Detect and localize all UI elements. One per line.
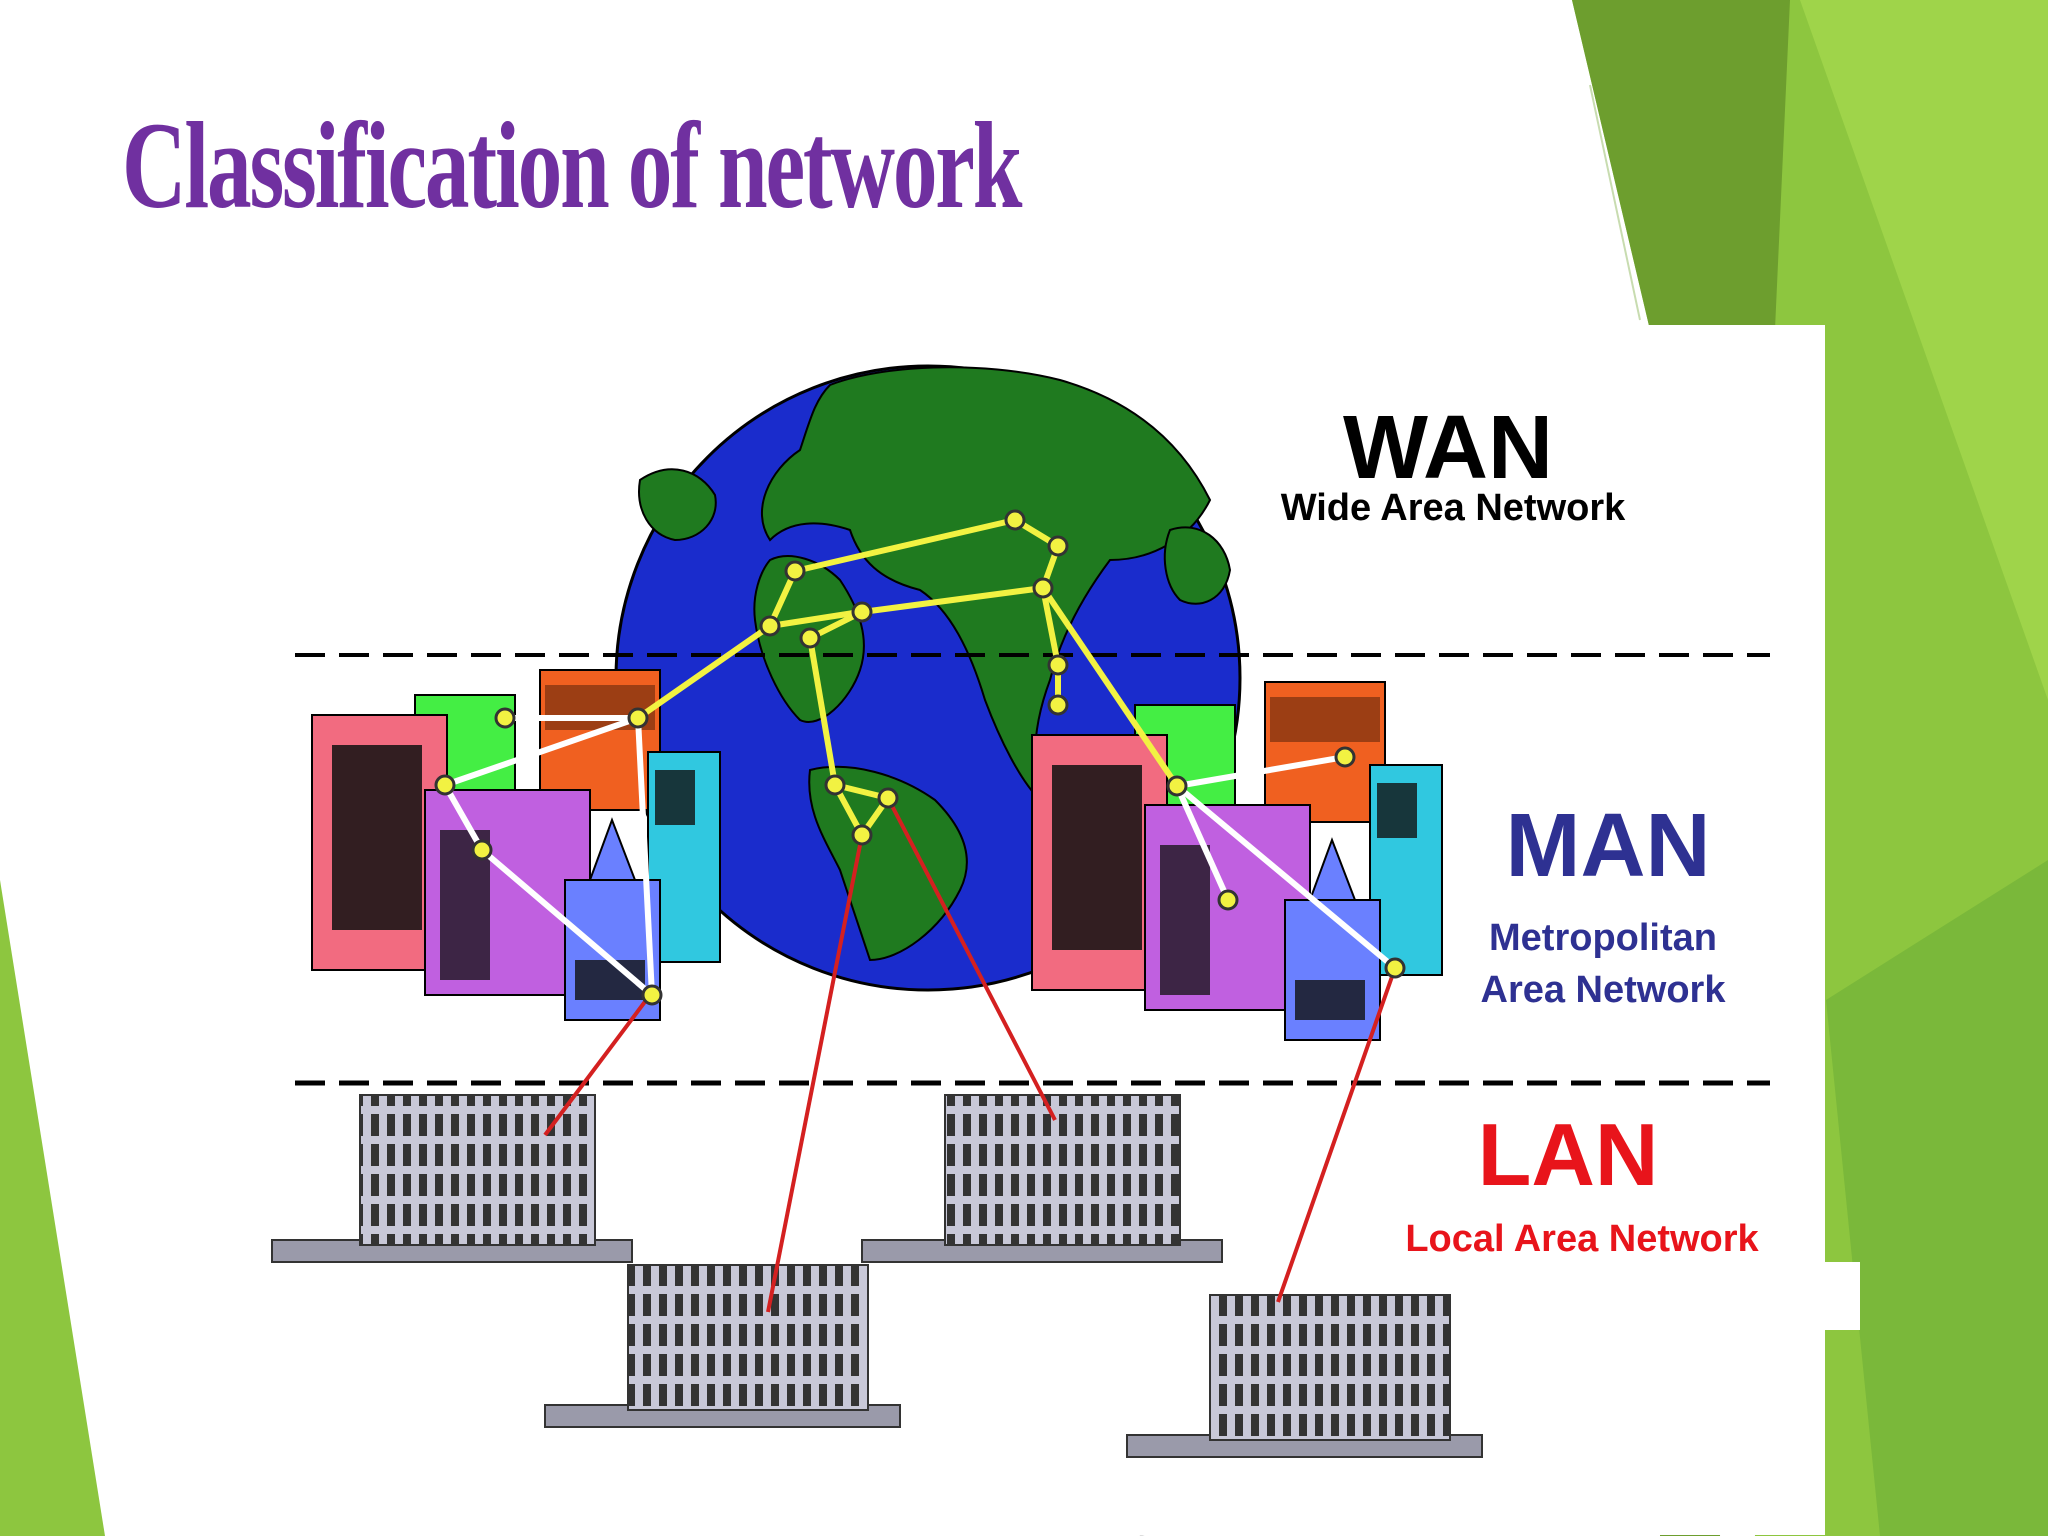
- lan-full-label: Local Area Network: [1405, 1218, 1759, 1260]
- wan-full-label: Wide Area Network: [1281, 487, 1626, 529]
- lan-links: [543, 797, 1397, 1313]
- slide-title: Classification of network: [122, 97, 1022, 234]
- network-nodes: [434, 509, 1406, 1006]
- diagram-card-tab: [1770, 1262, 1860, 1330]
- man-links: [442, 715, 1397, 998]
- wan-abbr-label: WAN: [1343, 398, 1553, 498]
- man-abbr-label: MAN: [1506, 796, 1711, 896]
- man-full-label-line2: Area Network: [1481, 969, 1727, 1011]
- left-city-buildings-icon: [311, 669, 721, 1021]
- lan-abbr-label: LAN: [1478, 1105, 1659, 1204]
- right-lower-green-shape: [1826, 860, 2048, 1536]
- right-light-green-shape: [1800, 0, 2048, 700]
- decorative-line: [1589, 84, 1641, 321]
- lan-office-building-icon: [544, 1264, 901, 1428]
- left-green-shape: [0, 880, 105, 1536]
- lan-office-building-icon: [1126, 1294, 1483, 1458]
- lan-office-building-icon: [861, 1094, 1223, 1263]
- man-full-label-line1: Metropolitan: [1489, 917, 1717, 959]
